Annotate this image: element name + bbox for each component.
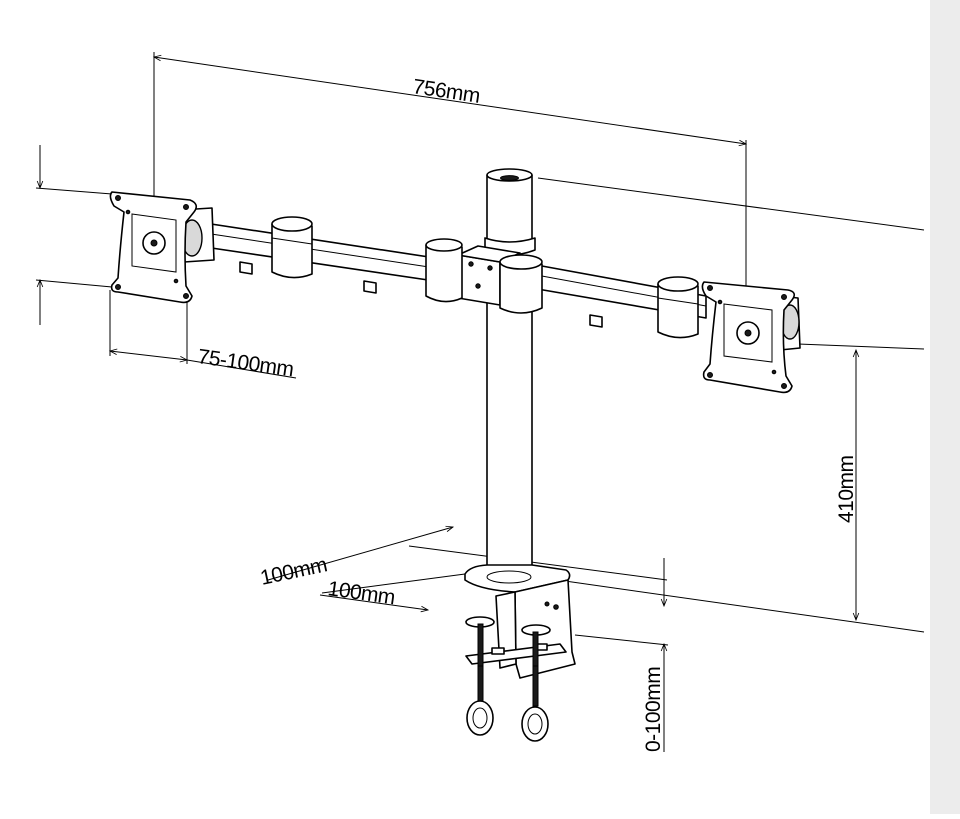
cable-clip-1: [239, 261, 253, 275]
left-plate-hole-2: [183, 204, 189, 210]
hub-screw-3: [475, 283, 481, 289]
hub-joint-right-cap: [499, 254, 543, 270]
left-plate-inner: [131, 213, 177, 273]
clamp-screw-shaft-2: [532, 665, 539, 707]
right-plate-hole-2: [781, 294, 787, 300]
clamp-screw-shaft-1-top: [477, 623, 484, 667]
extension-top: [35, 187, 113, 195]
pole-top: [486, 174, 533, 245]
left-vesa-plate: [109, 191, 215, 304]
elbow-left: [271, 223, 313, 279]
extension-arm-level: [797, 343, 925, 350]
right-plate-hole-6: [771, 369, 777, 375]
dimension-plate-height: [35, 145, 113, 325]
right-plate-hole-1: [707, 285, 713, 291]
right-plate-inner: [723, 303, 773, 363]
right-plate-hole-4: [781, 383, 787, 389]
left-arm-edge: [197, 231, 463, 273]
hub-joint-left: [425, 244, 463, 303]
hub-joint-right: [499, 261, 543, 314]
clamp-screw-1: [553, 604, 559, 610]
hub-joint-left-cap: [425, 238, 463, 252]
clamp-handle-hole-1: [472, 707, 488, 729]
extension-bottom: [35, 279, 113, 288]
right-edge-strip: [930, 0, 960, 814]
clamp-handle-hole-2: [527, 713, 543, 735]
dimension-clamp: 0-100mm: [574, 558, 669, 752]
left-plate-hole-3: [115, 284, 121, 290]
dimension-base: 100mm 100mm: [258, 525, 668, 613]
pole-cap-hole: [500, 175, 519, 181]
label-pole-height: 410mm: [835, 455, 858, 523]
label-vesa: 75-100mm: [196, 345, 295, 381]
left-plate-hole-5: [125, 209, 131, 215]
dimension-pole-height: 410mm: [537, 177, 925, 633]
elbow-right: [657, 283, 699, 339]
elbow-joints: [271, 216, 699, 339]
elbow-left-band: [271, 237, 313, 245]
depth-extension: [408, 545, 668, 581]
right-vesa-plate: [701, 281, 801, 394]
left-plate-hole-1: [115, 195, 121, 201]
extension-base-level: [564, 580, 925, 633]
clamp-handle-ring-1: [466, 700, 494, 736]
right-plate-hole-3: [707, 372, 713, 378]
dimension-line-width: [152, 54, 748, 147]
extension-pole-top: [537, 177, 925, 231]
left-plate-hole-4: [183, 293, 189, 299]
base-pole-ring: [486, 570, 532, 584]
vesa-leader: [186, 359, 297, 379]
label-base-width: 100mm: [326, 577, 396, 609]
clamp-extension: [574, 634, 669, 646]
right-plate-center: [744, 329, 752, 337]
hub-block-front: [457, 254, 501, 306]
cable-clip-2: [363, 280, 377, 294]
width-line: [319, 594, 430, 613]
width-extension: [321, 573, 466, 594]
clamp-screw-shaft-1: [477, 665, 484, 703]
vesa-dimension-line: [108, 348, 189, 363]
elbow-right-band: [657, 297, 699, 305]
dimension-vesa: 75-100mm: [108, 290, 297, 381]
label-clamp-range: 0-100mm: [642, 667, 665, 752]
left-plate-center: [150, 239, 158, 247]
cable-clip-3: [589, 314, 603, 328]
hub-screw-2: [487, 265, 493, 271]
pole-shaft: [486, 299, 533, 583]
left-plate-hole-6: [173, 278, 179, 284]
pole: [484, 168, 536, 583]
pole-cap: [486, 168, 533, 182]
elbow-right-cap: [657, 276, 699, 292]
clamp-handle-ring-2: [521, 706, 549, 742]
elbow-left-cap: [271, 216, 313, 232]
label-base-depth: 100mm: [258, 553, 329, 590]
central-hub: [425, 238, 543, 314]
clamp-screw-shaft-2-top: [532, 631, 539, 667]
right-plate-hole-5: [717, 299, 723, 305]
label-total-width: 756mm: [411, 75, 481, 108]
base-clamp: [464, 564, 576, 742]
clamp-nut-1: [491, 647, 505, 655]
left-arm-bar: [197, 221, 463, 286]
depth-line: [267, 525, 455, 581]
hub-screw-1: [468, 261, 474, 267]
clamp-screw-2: [544, 601, 550, 607]
